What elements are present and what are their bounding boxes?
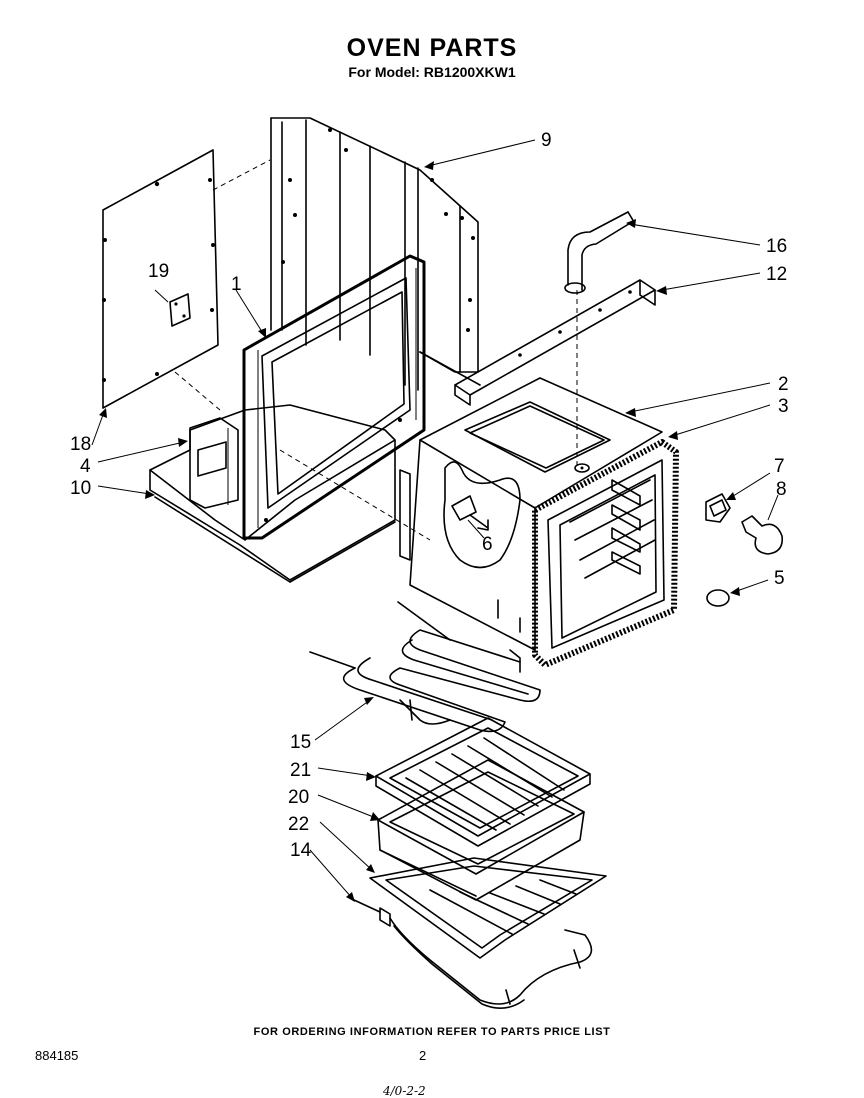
part-15-broil-element [309, 601, 541, 733]
part-2-oven-liner [399, 377, 663, 651]
callout-3: 3 [778, 396, 789, 417]
page-title: OVEN PARTS [346, 34, 518, 62]
part-12-top-bracket [454, 279, 656, 406]
callout-14: 14 [290, 840, 312, 861]
callout-12: 12 [766, 264, 787, 285]
part-1-front-frame [242, 254, 431, 541]
part-19-insulation [169, 293, 191, 327]
callout-6: 6 [482, 534, 493, 555]
callout-8: 8 [776, 479, 787, 500]
part-3-gasket [532, 439, 679, 668]
callout-5: 5 [774, 568, 785, 589]
callout-10: 10 [70, 478, 91, 499]
callout-9: 9 [541, 130, 552, 151]
part-16-vent-tube [564, 211, 635, 465]
part-21-broiler-grid [375, 717, 591, 847]
callout-15: 15 [290, 732, 311, 753]
part-14-bake-element [353, 899, 593, 1009]
callout-22: 22 [288, 814, 309, 835]
part-18-side-panel [102, 149, 271, 411]
part-4-bracket [189, 417, 239, 509]
ordering-note: FOR ORDERING INFORMATION REFER TO PARTS … [253, 1026, 611, 1038]
model-subtitle: For Model: RB1200XKW1 [348, 64, 516, 80]
callout-16: 16 [766, 236, 787, 257]
part-7-lamp-socket [705, 493, 731, 523]
callout-1: 1 [231, 274, 242, 295]
leader-lines [91, 139, 779, 902]
part-5-lens [706, 589, 730, 607]
callout-4: 4 [80, 456, 91, 477]
callout-18: 18 [70, 434, 91, 455]
part-8-light-bulb [741, 515, 784, 555]
callout-20: 20 [288, 787, 309, 808]
page-number: 2 [419, 1048, 427, 1063]
part-10-bottom-tray [149, 404, 396, 583]
document-number: 884185 [35, 1048, 79, 1063]
part-9-rear-shell [270, 117, 481, 391]
part-22-oven-rack [369, 857, 607, 959]
callout-21: 21 [290, 760, 311, 781]
part-20-broiler-pan [377, 759, 585, 901]
callout-2: 2 [778, 374, 789, 395]
callout-7: 7 [774, 456, 785, 477]
handwritten-mark: 4/0-2-2 [383, 1084, 426, 1098]
callout-19: 19 [148, 261, 169, 282]
callout-labels: 9 16 12 2 3 7 8 5 1 19 18 4 10 6 15 21 2… [70, 130, 789, 861]
